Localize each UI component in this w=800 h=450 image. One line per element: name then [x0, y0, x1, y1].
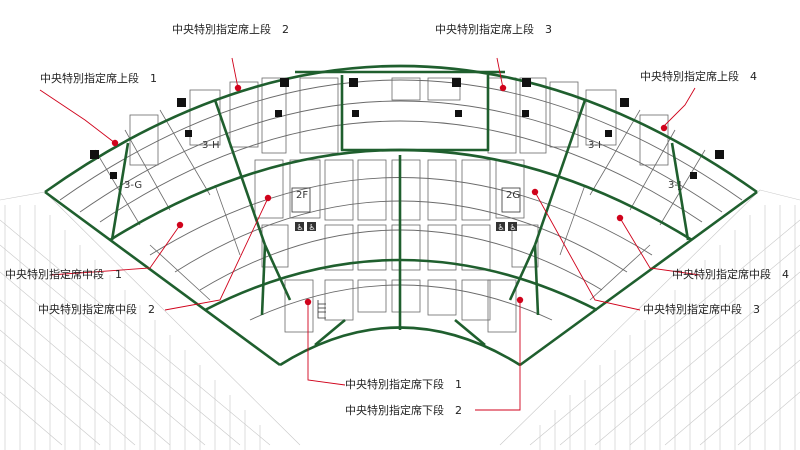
pillar-icon: [185, 130, 192, 137]
pillar-icon: [455, 110, 462, 117]
section-borders: [44, 64, 758, 367]
section-label-middle-4: 中央特別指定席中段 4: [672, 267, 789, 281]
leader-lines: [39, 57, 701, 411]
section-marker: [264, 194, 272, 202]
wheelchair-icon: [496, 222, 505, 231]
pillar-icon: [352, 110, 359, 117]
section-label-upper-1: 中央特別指定席上段 1: [40, 71, 157, 85]
pillar-icon: [275, 110, 282, 117]
gate-label: 3-H: [202, 140, 220, 151]
section-labels: 中央特別指定席上段 1 中央特別指定席上段 2 中央特別指定席上段 3 中央特別…: [5, 22, 789, 417]
section-markers: [111, 84, 668, 306]
pillar-icon: [177, 98, 186, 107]
pillar-icon: [522, 78, 531, 87]
pillar-icon: [90, 150, 99, 159]
svg-text:♿: ♿: [510, 223, 517, 232]
pillar-icon: [620, 98, 629, 107]
central-block-grid: [129, 77, 669, 333]
stairs-icon: [317, 300, 326, 319]
section-label-middle-2: 中央特別指定席中段 2: [38, 302, 155, 316]
pillar-icon: [280, 78, 289, 87]
section-marker: [499, 84, 507, 92]
section-marker: [111, 139, 119, 147]
section-label-lower-2: 中央特別指定席下段 2: [345, 403, 462, 417]
pillar-icon: [110, 172, 117, 179]
section-label-lower-1: 中央特別指定席下段 1: [345, 377, 462, 391]
pillar-icon: [605, 130, 612, 137]
section-label-middle-3: 中央特別指定席中段 3: [643, 302, 760, 316]
section-marker: [176, 221, 184, 229]
pillar-icon: [452, 78, 461, 87]
section-label-middle-1: 中央特別指定席中段 1: [5, 267, 122, 281]
outer-stands-left: [0, 191, 301, 450]
section-label-upper-2: 中央特別指定席上段 2: [172, 22, 289, 36]
section-marker: [531, 188, 539, 196]
wheelchair-icon: [295, 222, 304, 231]
svg-text:♿: ♿: [297, 223, 304, 232]
section-marker: [516, 296, 524, 304]
svg-text:♿: ♿: [309, 223, 316, 232]
pillar-icon: [522, 110, 529, 117]
svg-text:♿: ♿: [498, 223, 505, 232]
pillar-icon: [690, 172, 697, 179]
section-marker: [616, 214, 624, 222]
gate-label: 3-I: [588, 140, 601, 151]
gate-label: 3-G: [124, 180, 142, 191]
wheelchair-icon: [508, 222, 517, 231]
pillar-icon: [715, 150, 724, 159]
gate-label: 2G: [506, 190, 520, 201]
section-marker: [304, 298, 312, 306]
gate-label: 3-J: [668, 180, 681, 191]
gate-labels: 2F 2G 3-H 3-G 3-I 3-J: [124, 140, 681, 213]
pillar-icons: [90, 78, 724, 179]
section-marker: [234, 84, 242, 92]
section-label-upper-4: 中央特別指定席上段 4: [640, 69, 757, 83]
wheelchair-icon: [307, 222, 316, 231]
accessibility-icons: ♿ ♿ ♿ ♿: [295, 222, 517, 232]
outer-stands-right: [499, 189, 800, 450]
gate-label: 2F: [296, 190, 308, 201]
section-label-upper-3: 中央特別指定席上段 3: [435, 22, 552, 36]
section-marker: [660, 124, 668, 132]
pillar-icon: [349, 78, 358, 87]
